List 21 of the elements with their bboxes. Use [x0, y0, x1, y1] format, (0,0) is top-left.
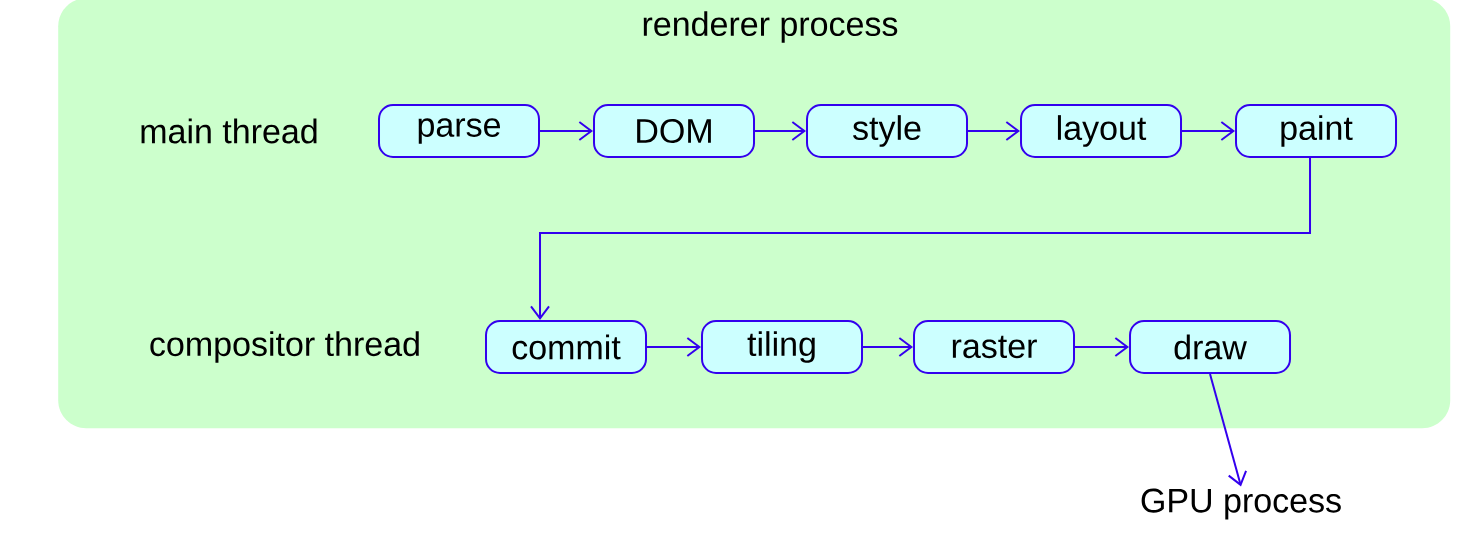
process-box: paint	[1235, 104, 1397, 158]
arrow	[1209, 373, 1248, 487]
process-box: raster	[913, 320, 1075, 374]
arrow	[1074, 337, 1129, 357]
thread-label: main thread	[141, 118, 317, 144]
arrow	[1181, 121, 1235, 141]
thread-label: compositor thread	[150, 331, 419, 363]
process-box: draw	[1129, 320, 1291, 374]
process-box: tiling	[701, 320, 863, 374]
process-label: GPU process	[1141, 488, 1341, 520]
process-box: layout	[1020, 104, 1182, 158]
process-box: parse	[378, 104, 540, 158]
arrow	[967, 121, 1020, 141]
process-box: DOM	[593, 104, 755, 158]
process-box: style	[806, 104, 968, 158]
arrow	[754, 121, 806, 141]
arrow	[530, 157, 1311, 320]
process-box: commit	[485, 320, 647, 374]
arrow	[646, 337, 701, 357]
arrow	[862, 337, 913, 357]
arrow	[539, 121, 593, 141]
